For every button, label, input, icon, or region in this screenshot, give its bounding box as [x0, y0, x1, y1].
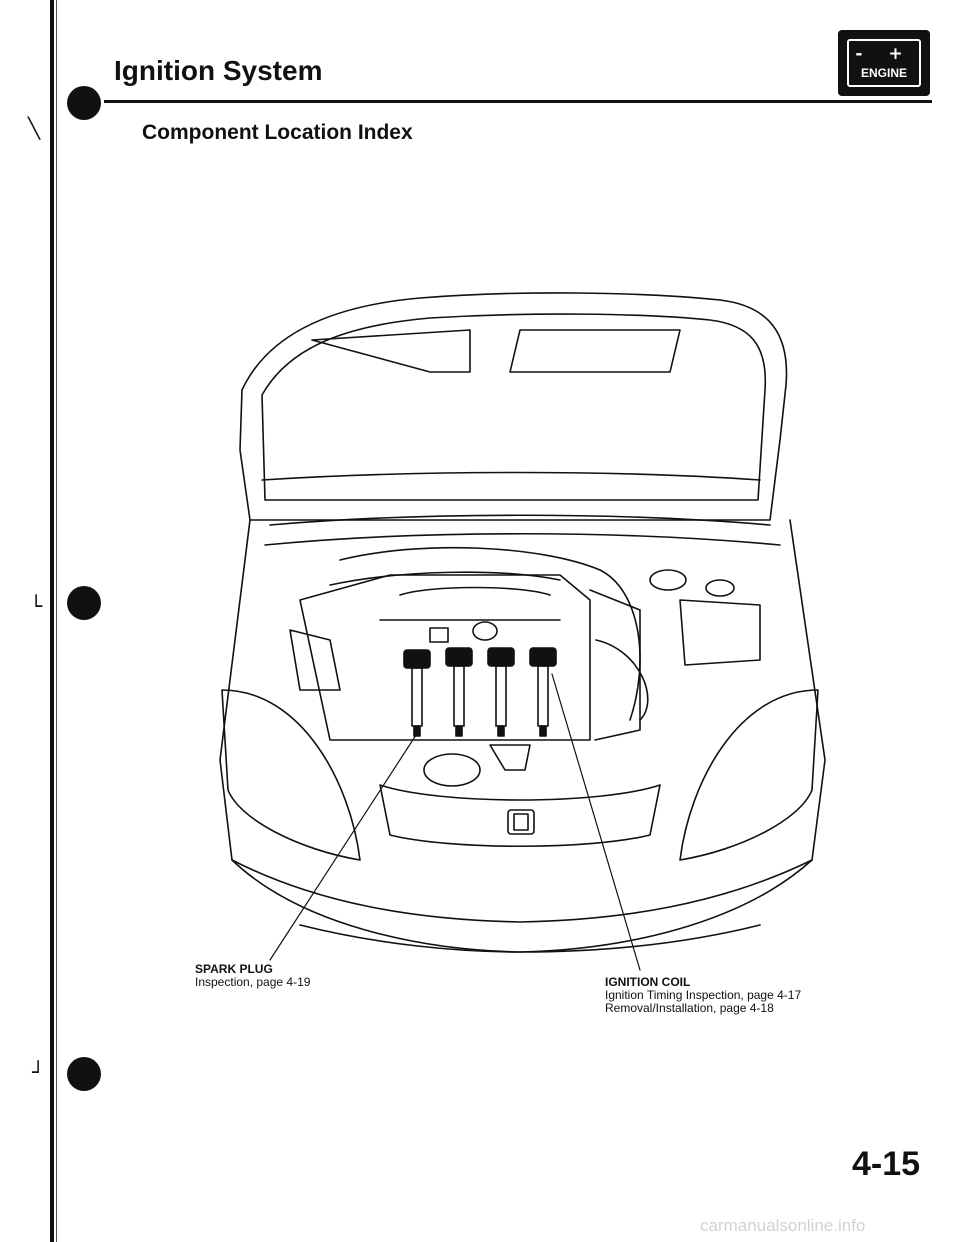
binding-rule	[50, 0, 54, 1242]
ignition-timing-inspection-reference: Ignition Timing Inspection, page 4-17	[605, 988, 802, 1002]
page-number: 4-15	[852, 1145, 921, 1183]
ignition-coil-label: IGNITION COIL	[605, 975, 691, 989]
engine-block	[289, 546, 761, 787]
engine-battery-badge: - + ENGINE	[838, 30, 930, 96]
front-grille	[379, 784, 661, 848]
engine-badge-label: ENGINE	[860, 66, 907, 80]
ignition-coil-1	[403, 649, 431, 737]
binding-notch-middle: └	[30, 594, 43, 618]
binding-rule-thin	[56, 0, 57, 1242]
ignition-coil-4	[529, 647, 557, 737]
page-title: Ignition System	[114, 55, 323, 86]
watermark: carmanualsonline.info	[700, 1216, 866, 1235]
headlights	[221, 689, 819, 861]
binding-notch-bottom: ┘	[32, 1060, 45, 1084]
section-subtitle: Component Location Index	[142, 121, 413, 144]
title-rule	[104, 100, 932, 103]
ignition-coils	[403, 647, 557, 737]
leader-lines	[269, 673, 641, 971]
ignition-coil-leader-line	[551, 673, 641, 971]
punch-hole-middle	[67, 586, 101, 620]
spark-plug-leader-line	[269, 731, 419, 961]
hood-outline	[239, 292, 788, 521]
punch-hole-top	[67, 86, 101, 120]
spark-plug-label: SPARK PLUG	[195, 962, 273, 976]
battery-terminals-icon: - +	[855, 44, 913, 64]
ignition-coil-callout: IGNITION COIL Ignition Timing Inspection…	[605, 976, 801, 1015]
car-body-outline	[219, 514, 826, 953]
punch-hole-bottom	[67, 1057, 101, 1091]
battery-icon: - + ENGINE	[847, 39, 921, 87]
removal-installation-reference: Removal/Installation, page 4-18	[605, 1001, 774, 1015]
binding-notch-top: ╲	[28, 116, 41, 140]
spark-plug-callout: SPARK PLUG Inspection, page 4-19	[195, 963, 310, 989]
ignition-coil-2	[445, 647, 473, 737]
ignition-coil-3	[487, 647, 515, 737]
spark-plug-inspection-reference: Inspection, page 4-19	[195, 975, 311, 989]
